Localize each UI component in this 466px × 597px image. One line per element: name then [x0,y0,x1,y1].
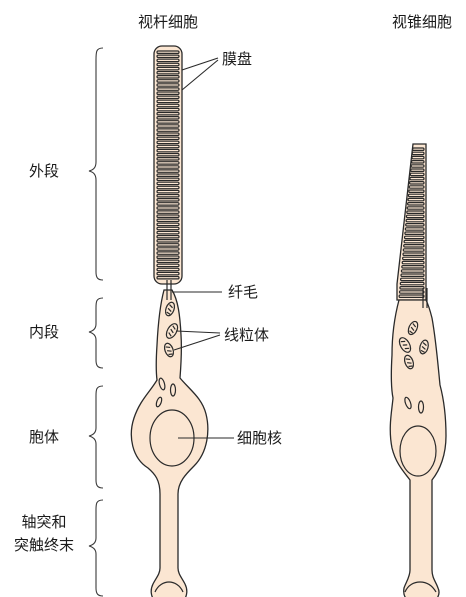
label-nucleus: 细胞核 [237,429,282,447]
label-outer-segment: 外段 [29,162,59,180]
leader-mito-upper [176,331,220,333]
rod-title: 视杆细胞 [138,13,198,31]
label-mitochondria: 线粒体 [224,326,269,344]
label-cell-body: 胞体 [29,428,59,446]
cone-inner-body-axon [390,300,446,597]
cone-title: 视锥细胞 [392,13,452,31]
rod-inner-body-axon [131,290,207,597]
brace-cell-body [89,386,103,488]
label-inner-segment: 内段 [29,323,59,341]
label-terminal-line2: 突触终末 [14,536,74,554]
label-cilium: 纤毛 [228,283,258,301]
brace-axon-terminal [89,500,103,596]
brace-inner-segment [89,298,103,368]
brace-outer-segment [89,48,103,280]
label-membrane-discs: 膜盘 [222,50,252,68]
rod-cell [131,46,207,597]
label-terminal-line1: 轴突和 [21,513,66,531]
cone-cell [390,144,446,597]
